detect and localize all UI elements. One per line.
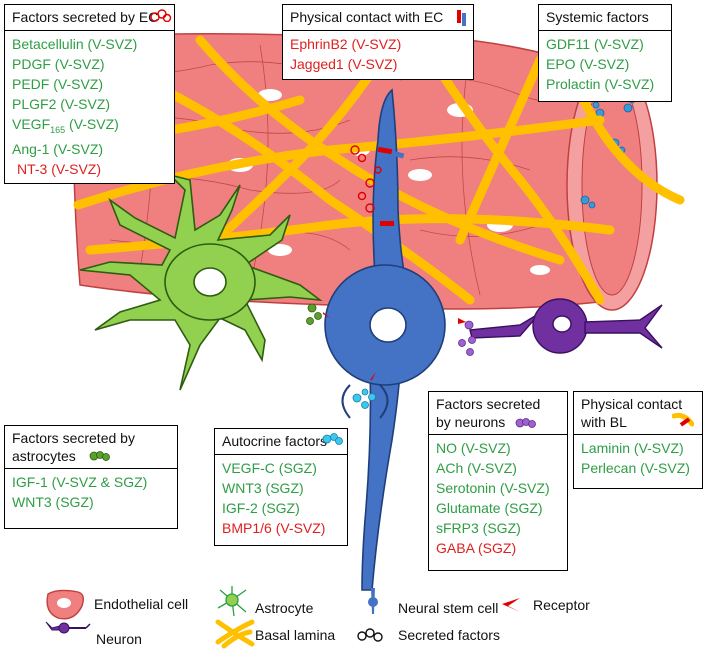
astrocyte-factors-header: Factors secreted by astrocytes xyxy=(5,426,177,469)
neuron-factors-box: Factors secreted by neurons NO (V-SVZ) A… xyxy=(428,391,568,571)
list-item: Laminin (V-SVZ) xyxy=(581,440,684,456)
list-item: PLGF2 (V-SVZ) xyxy=(12,95,111,112)
autocrine-factors xyxy=(341,384,389,419)
list-item: WNT3 (SGZ) xyxy=(12,494,94,510)
legend-astrocyte-label: Astrocyte xyxy=(255,600,314,616)
ec-secreted-factors-title: Factors secreted by EC xyxy=(12,9,159,25)
autocrine-icon xyxy=(322,433,343,445)
astrocyte-factors-title-line1: Factors secreted by xyxy=(12,430,135,446)
legend-nsc-label: Neural stem cell xyxy=(398,600,499,616)
legend-basal-lamina-icon xyxy=(215,619,255,649)
legend-endothelial-icon xyxy=(46,589,85,620)
neuron-factors-title-line2: by neurons xyxy=(436,413,506,430)
legend-endothelial-label: Endothelial cell xyxy=(94,596,189,612)
astrocyte-factors-title-line2: astrocytes xyxy=(12,447,76,464)
legend-icons xyxy=(45,586,520,649)
receptors xyxy=(323,146,466,380)
legend-neuron-icon xyxy=(45,621,91,634)
list-item: EPO (V-SVZ) xyxy=(546,55,630,72)
legend-neuron-label: Neuron xyxy=(96,631,142,647)
list-item: Perlecan (V-SVZ) xyxy=(581,460,690,476)
systemic-factors-box: Systemic factors GDF11 (V-SVZ) EPO (V-SV… xyxy=(538,4,672,102)
list-item: WNT3 (SGZ) xyxy=(222,479,304,496)
vegf-suffix: (V-SVZ) xyxy=(65,115,119,132)
bl-contact-box: Physical contact with BL Laminin (V-SVZ)… xyxy=(573,391,703,489)
ec-secreted-factors-box: Factors secreted by EC Betacellulin (V-S… xyxy=(4,4,175,184)
list-item: GABA (SGZ) xyxy=(436,540,517,556)
ec-contact-icon xyxy=(457,10,466,26)
autocrine-factors-box: Autocrine factors VEGF-C (SGZ) WNT3 (SGZ… xyxy=(214,428,348,546)
bl-contact-list: Laminin (V-SVZ) Perlecan (V-SVZ) xyxy=(574,435,702,482)
secreted-factors-ec xyxy=(350,145,382,213)
ec-secreted-icon xyxy=(150,9,172,22)
ec-secreted-factors-header: Factors secreted by EC xyxy=(5,5,174,31)
list-item: Ang-1 (V-SVZ) xyxy=(12,141,104,158)
list-item: NT-3 (V-SVZ) xyxy=(17,161,102,178)
neuron-factors-header: Factors secreted by neurons xyxy=(429,392,567,435)
autocrine-factors-list: VEGF-C (SGZ) WNT3 (SGZ) IGF-2 (SGZ) BMP1… xyxy=(215,455,347,542)
vegf-label: VEGF xyxy=(12,115,51,132)
astrocyte-factors-list: IGF-1 (V-SVZ & SGZ) WNT3 (SGZ) xyxy=(5,469,177,516)
ec-contact-box: Physical contact with EC EphrinB2 (V-SVZ… xyxy=(282,4,474,80)
list-item: Betacellulin (V-SVZ) xyxy=(12,35,138,52)
list-item: VEGF165 (V-SVZ) xyxy=(12,114,167,140)
list-item: ACh (V-SVZ) xyxy=(436,460,517,476)
neuron-cell xyxy=(469,298,663,354)
ec-contact-header: Physical contact with EC xyxy=(283,5,473,31)
list-item: PDGF (V-SVZ) xyxy=(12,55,105,72)
legend-secreted-label: Secreted factors xyxy=(398,627,500,643)
neuron-factors-list: NO (V-SVZ) ACh (V-SVZ) Serotonin (V-SVZ)… xyxy=(429,435,567,562)
list-item: PEDF (V-SVZ) xyxy=(12,75,104,92)
list-item: IGF-1 (V-SVZ & SGZ) xyxy=(12,474,148,490)
list-item: IGF-2 (SGZ) xyxy=(222,499,300,516)
astrocyte-cell xyxy=(79,173,323,391)
list-item: NO (V-SVZ) xyxy=(436,440,511,456)
neuron-factors-title-line1: Factors secreted xyxy=(436,396,541,412)
ec-contact-title: Physical contact with EC xyxy=(290,9,444,25)
legend-receptor-label: Receptor xyxy=(533,597,590,613)
astrocyte-factors-box: Factors secreted by astrocytes IGF-1 (V-… xyxy=(4,425,178,529)
autocrine-factors-header: Autocrine factors xyxy=(215,429,347,455)
secreted-factors-astrocyte xyxy=(306,303,322,325)
bl-contact-title-line1: Physical contact xyxy=(581,396,683,412)
bl-contact-header: Physical contact with BL xyxy=(574,392,702,435)
legend-nsc-icon xyxy=(368,588,378,614)
list-item: BMP1/6 (V-SVZ) xyxy=(222,519,326,536)
autocrine-factors-title: Autocrine factors xyxy=(222,433,328,449)
list-item: EphrinB2 (V-SVZ) xyxy=(290,35,402,52)
list-item: Jagged1 (V-SVZ) xyxy=(290,55,398,72)
legend-astrocyte-icon xyxy=(217,586,247,617)
list-item: VEGF-C (SGZ) xyxy=(222,459,317,476)
list-item: sFRP3 (SGZ) xyxy=(436,520,521,536)
legend-basal-lamina-label: Basal lamina xyxy=(255,627,336,643)
list-item: Serotonin (V-SVZ) xyxy=(436,480,550,496)
ec-secreted-factors-list: Betacellulin (V-SVZ) PDGF (V-SVZ) PEDF (… xyxy=(5,31,174,184)
bl-contact-icon xyxy=(672,412,694,427)
secreted-factors-neuron xyxy=(458,320,476,356)
bl-contact-title-line2: with BL xyxy=(581,413,627,430)
ec-contact-list: EphrinB2 (V-SVZ) Jagged1 (V-SVZ) xyxy=(283,31,473,78)
systemic-factors-title: Systemic factors xyxy=(546,9,649,25)
systemic-factors-list: GDF11 (V-SVZ) EPO (V-SVZ) Prolactin (V-S… xyxy=(539,31,671,98)
list-item: GDF11 (V-SVZ) xyxy=(546,35,644,52)
list-item: Glutamate (SGZ) xyxy=(436,500,543,516)
systemic-factors-header: Systemic factors xyxy=(539,5,671,31)
neuron-secreted-icon xyxy=(515,418,536,428)
list-item: Prolactin (V-SVZ) xyxy=(546,75,655,92)
neural-stem-cell xyxy=(324,88,446,591)
vegf-subscript: 165 xyxy=(50,124,66,135)
astrocyte-secreted-icon xyxy=(89,451,110,461)
legend-secreted-icon xyxy=(357,628,383,642)
legend-receptor-icon xyxy=(502,598,520,612)
